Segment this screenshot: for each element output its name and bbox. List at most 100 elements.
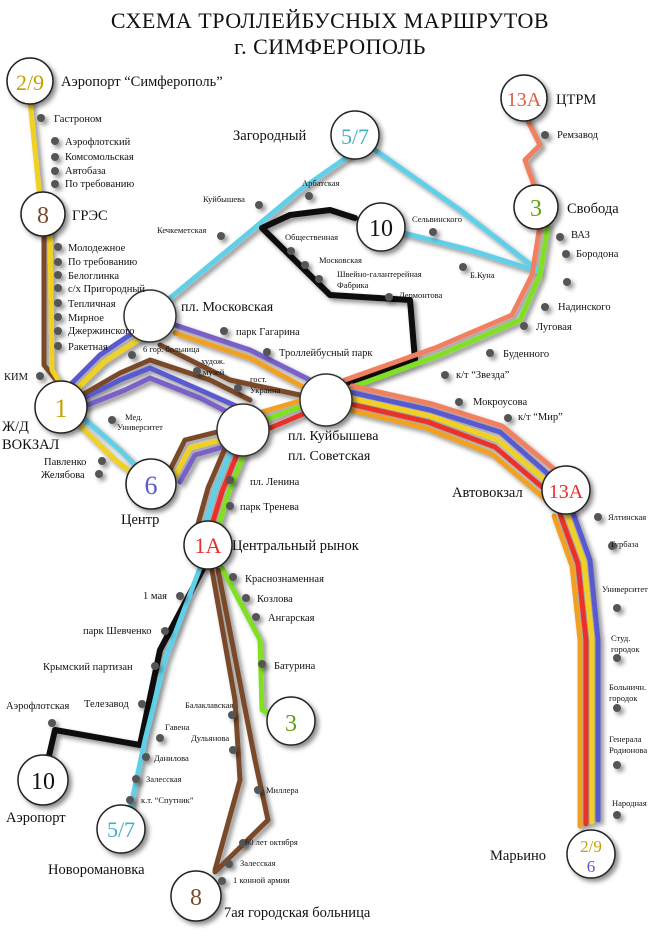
terminal-5-7-zagorodny[interactable] [330, 110, 380, 160]
terminal-1-vokzal[interactable] [34, 380, 88, 434]
stop-dot[interactable] [54, 327, 62, 335]
stop-dot[interactable] [151, 662, 159, 670]
stop-dot[interactable] [51, 167, 59, 175]
stop-dot[interactable] [54, 284, 62, 292]
stop-dot[interactable] [54, 258, 62, 266]
stop-dot[interactable] [455, 398, 463, 406]
stop-dot[interactable] [563, 278, 571, 286]
stop-dot[interactable] [225, 860, 233, 868]
stop-dot[interactable] [301, 261, 309, 269]
label-pl-moskovskaya: пл. Московская [181, 300, 274, 315]
stop-label: худож. [201, 356, 225, 366]
hub-moskovskaya[interactable] [123, 289, 177, 343]
stop-dot[interactable] [128, 351, 136, 359]
stop-dot[interactable] [613, 811, 621, 819]
terminal-8-gres[interactable] [20, 191, 66, 237]
stop-dot[interactable] [218, 877, 226, 885]
hubs [123, 289, 353, 457]
stop-dot[interactable] [556, 233, 564, 241]
terminal-5-7-novoromanovka[interactable] [96, 804, 146, 854]
stop-dot[interactable] [142, 753, 150, 761]
stop-dot[interactable] [255, 201, 263, 209]
stop-dot[interactable] [226, 476, 234, 484]
stop-dot[interactable] [520, 322, 528, 330]
stop-dot[interactable] [608, 542, 616, 550]
stop-label: Автобаза [65, 166, 106, 177]
terminal-2-9-airport[interactable] [6, 57, 54, 105]
stop-dot[interactable] [305, 192, 313, 200]
stop-dot[interactable] [229, 573, 237, 581]
stop-dot[interactable] [54, 271, 62, 279]
stop-dot[interactable] [132, 775, 140, 783]
terminal-2-9-marino[interactable] [566, 829, 616, 879]
stop-dot[interactable] [176, 592, 184, 600]
stop-dot[interactable] [234, 384, 242, 392]
stop-dot[interactable] [161, 627, 169, 635]
stop-dot[interactable] [229, 746, 237, 754]
terminal-10-north[interactable] [356, 202, 406, 252]
hub-sovetskaya[interactable] [216, 403, 270, 457]
stop-dot[interactable] [504, 414, 512, 422]
stop-dot[interactable] [51, 153, 59, 161]
terminal-6-centr[interactable] [125, 458, 177, 510]
stop-dot[interactable] [226, 502, 234, 510]
terminal-3-svoboda[interactable] [513, 184, 559, 230]
stop-dot[interactable] [239, 839, 247, 847]
stop-dot[interactable] [54, 299, 62, 307]
terminal-13a-avtovokzal[interactable] [541, 465, 591, 515]
stop-dot[interactable] [54, 313, 62, 321]
stop-dot[interactable] [156, 734, 164, 742]
stop-dot[interactable] [258, 660, 266, 668]
stop-dot[interactable] [220, 327, 228, 335]
stop-dot[interactable] [541, 303, 549, 311]
stop-dot[interactable] [385, 293, 393, 301]
stop-dot[interactable] [108, 416, 116, 424]
stop-dot[interactable] [98, 457, 106, 465]
stop-dot[interactable] [441, 371, 449, 379]
hub-kuibysheva[interactable] [299, 373, 353, 427]
stop-dot[interactable] [315, 275, 323, 283]
stop-label: Арбатская [302, 178, 340, 188]
stop-dot[interactable] [228, 711, 236, 719]
stop-dot[interactable] [54, 342, 62, 350]
stop-dot[interactable] [429, 228, 437, 236]
stop-dot[interactable] [613, 704, 621, 712]
stop-dot[interactable] [95, 470, 103, 478]
stop-dot[interactable] [51, 180, 59, 188]
stop-label: Комсомольская [65, 152, 134, 163]
stop-dot[interactable] [217, 232, 225, 240]
stop-dot[interactable] [263, 348, 271, 356]
stop-dot[interactable] [48, 719, 56, 727]
stop-label: Батурина [274, 661, 316, 672]
stop-label: парк Шевченко [83, 626, 151, 637]
stop-dot[interactable] [459, 263, 467, 271]
stop-label: Желябова [41, 470, 85, 481]
stop-dot[interactable] [54, 243, 62, 251]
terminal-13a-ctrm[interactable] [500, 74, 548, 122]
stop-dot[interactable] [252, 613, 260, 621]
stop-dot[interactable] [242, 594, 250, 602]
stop-dot[interactable] [613, 761, 621, 769]
route-bundle-east-1 [347, 389, 558, 483]
terminal-1a-rynok[interactable] [183, 520, 233, 570]
stop-dot[interactable] [51, 137, 59, 145]
stop-dot[interactable] [37, 114, 45, 122]
label-novoromanovka: Новоромановка [48, 862, 145, 878]
stop-dot[interactable] [562, 250, 570, 258]
stop-dot[interactable] [541, 131, 549, 139]
terminal-8-hospital[interactable] [170, 870, 222, 922]
stop-dot[interactable] [613, 654, 621, 662]
stop-dot[interactable] [486, 349, 494, 357]
stop-dot[interactable] [138, 700, 146, 708]
stop-dot[interactable] [613, 604, 621, 612]
stop-label: Краснознаменная [245, 574, 324, 585]
terminal-10-airport[interactable] [17, 754, 69, 806]
stop-dot[interactable] [193, 367, 201, 375]
stop-dot[interactable] [287, 247, 295, 255]
terminal-3-south[interactable] [266, 696, 316, 746]
stop-dot[interactable] [594, 513, 602, 521]
stop-dot[interactable] [254, 786, 262, 794]
route-sov-1a-2 [209, 449, 241, 528]
stop-dot[interactable] [36, 372, 44, 380]
stop-dot[interactable] [126, 796, 134, 804]
